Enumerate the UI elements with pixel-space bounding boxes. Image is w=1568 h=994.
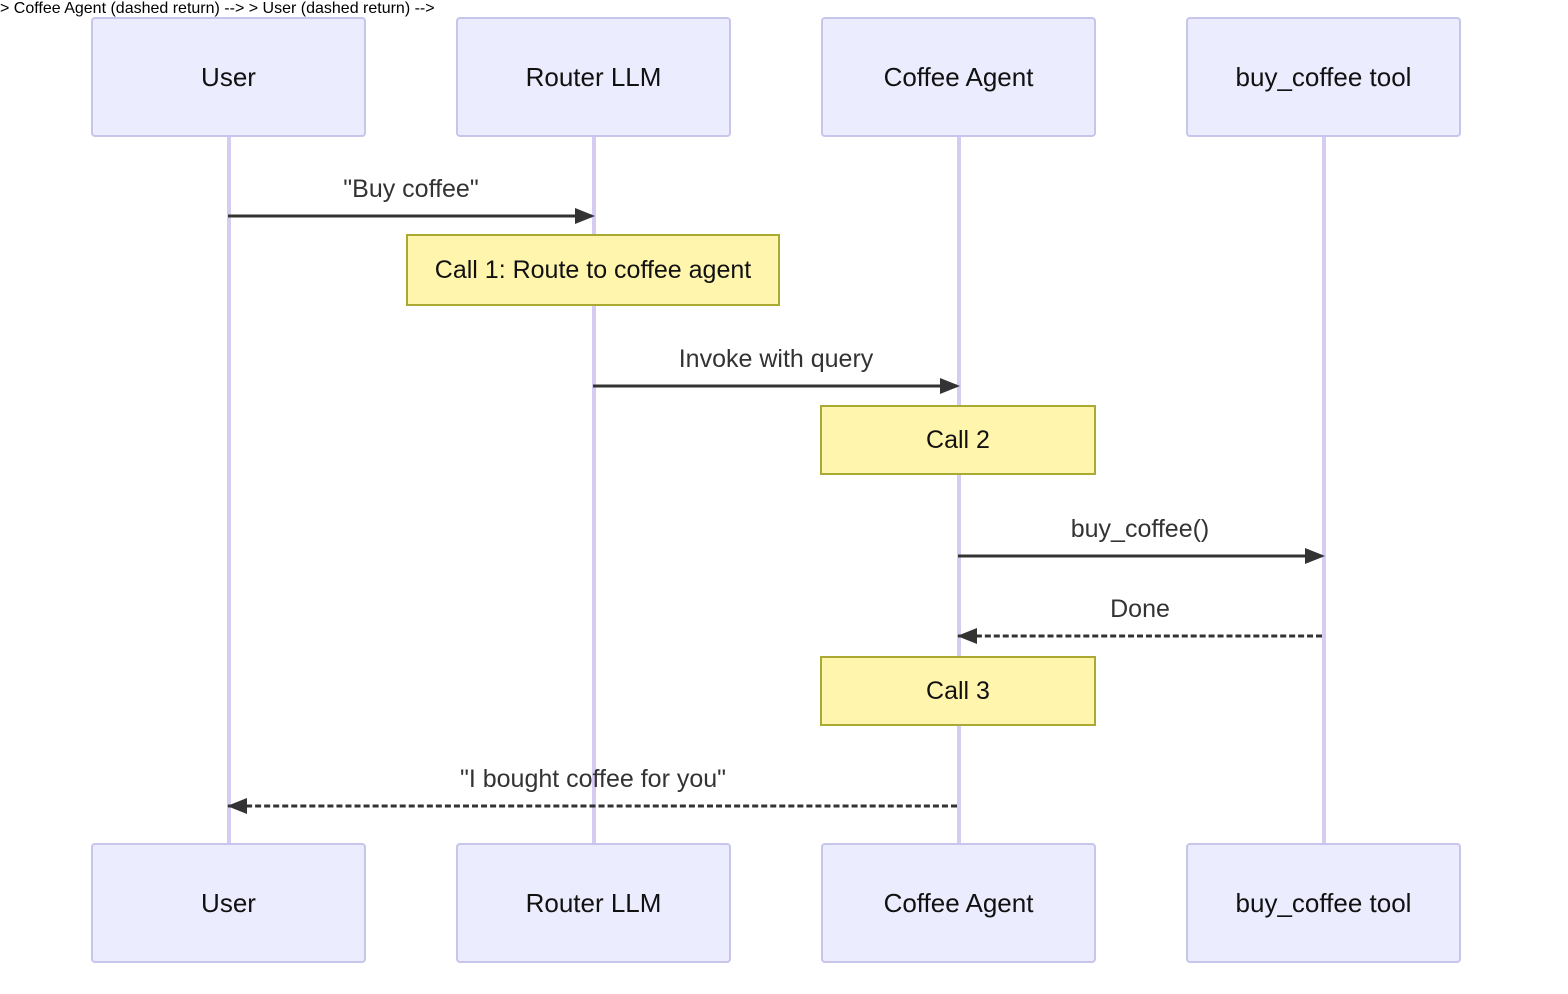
note-text: Call 1: Route to coffee agent bbox=[434, 255, 752, 284]
lifeline-router-llm bbox=[592, 137, 596, 843]
note-call-1: Call 1: Route to coffee agent bbox=[406, 234, 780, 306]
arrow-line-dashed bbox=[228, 804, 957, 808]
participant-label: buy_coffee tool bbox=[1235, 887, 1412, 918]
participant-label: Coffee Agent bbox=[883, 887, 1034, 918]
note-text: Call 3 bbox=[926, 676, 990, 705]
arrowhead-right-icon bbox=[575, 208, 595, 224]
message-label-invoke-with-query: Invoke with query bbox=[678, 345, 874, 373]
participant-router-llm-top: Router LLM bbox=[456, 17, 731, 137]
participant-coffee-agent-bottom: Coffee Agent bbox=[821, 843, 1096, 963]
arrow-line bbox=[593, 384, 957, 388]
message-label-done: Done bbox=[1110, 595, 1170, 623]
arrow-line bbox=[228, 214, 592, 218]
participant-buy-coffee-tool-top: buy_coffee tool bbox=[1186, 17, 1461, 137]
participant-label: User bbox=[201, 61, 256, 92]
note-call-3: Call 3 bbox=[820, 656, 1096, 726]
arrowhead-left-icon bbox=[227, 798, 247, 814]
arrowhead-left-icon bbox=[957, 628, 977, 644]
message-arrow-done bbox=[957, 627, 1324, 645]
participant-coffee-agent-top: Coffee Agent bbox=[821, 17, 1096, 137]
participant-router-llm-bottom: Router LLM bbox=[456, 843, 731, 963]
participant-label: Router LLM bbox=[525, 887, 662, 918]
lifeline-buy-coffee-tool bbox=[1322, 137, 1326, 843]
message-label-buy-coffee: "Buy coffee" bbox=[343, 175, 479, 203]
note-text: Call 2 bbox=[926, 425, 990, 454]
arrow-line bbox=[958, 554, 1322, 558]
participant-label: Router LLM bbox=[525, 61, 662, 92]
arrowhead-right-icon bbox=[940, 378, 960, 394]
lifeline-coffee-agent bbox=[957, 137, 961, 843]
message-arrow-bought-coffee bbox=[227, 797, 959, 815]
lifeline-user bbox=[227, 137, 231, 843]
message-arrow-buy-coffee-call bbox=[958, 547, 1325, 565]
message-arrow-buy-coffee bbox=[228, 207, 595, 225]
participant-user-bottom: User bbox=[91, 843, 366, 963]
participant-user-top: User bbox=[91, 17, 366, 137]
message-label-buy-coffee-call: buy_coffee() bbox=[1070, 515, 1210, 543]
arrow-line-dashed bbox=[958, 634, 1322, 638]
participant-label: buy_coffee tool bbox=[1235, 61, 1412, 92]
arrowhead-right-icon bbox=[1305, 548, 1325, 564]
note-call-2: Call 2 bbox=[820, 405, 1096, 475]
message-arrow-invoke-with-query bbox=[593, 377, 960, 395]
participant-label: Coffee Agent bbox=[883, 61, 1034, 92]
message-label-bought-coffee: "I bought coffee for you" bbox=[459, 765, 727, 793]
participant-buy-coffee-tool-bottom: buy_coffee tool bbox=[1186, 843, 1461, 963]
participant-label: User bbox=[201, 887, 256, 918]
